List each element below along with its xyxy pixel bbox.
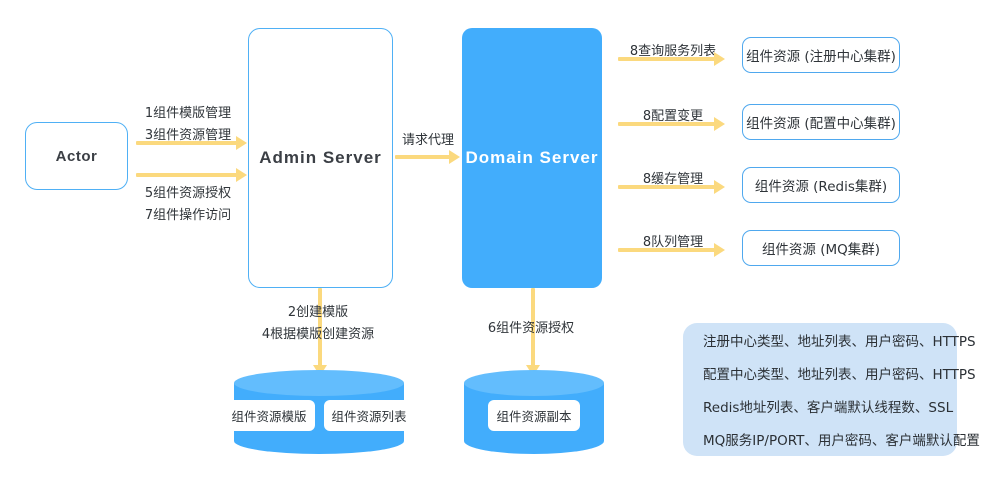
- node-resource-mq[interactable]: 组件资源 (MQ集群): [742, 230, 900, 266]
- node-resource-registry-center[interactable]: 组件资源 (注册中心集群): [742, 37, 900, 73]
- edge-label-line-2: 3组件资源管理: [144, 128, 232, 143]
- datastore-chip: 组件资源列表: [323, 400, 415, 431]
- node-resource-label: 组件资源 (MQ集群): [761, 242, 881, 258]
- edge-label-text: 8队列管理: [642, 235, 704, 250]
- edge-label-admin-to-domain: 请求代理: [396, 129, 460, 148]
- datastore-chip: 组件资源模版: [223, 400, 315, 431]
- edge-label-line-1: 2创建模版: [287, 305, 349, 320]
- node-actor[interactable]: Actor: [25, 122, 128, 190]
- edge-label-domain-to-store: 6组件资源授权: [451, 317, 611, 336]
- edge-label-resource-3: 8队列管理: [618, 231, 728, 250]
- edge-label-line-1: 1组件模版管理: [144, 106, 232, 121]
- arrow-domain-to-store: [531, 288, 535, 366]
- edge-label-resource-1: 8配置变更: [618, 105, 728, 124]
- info-panel-line: 配置中心类型、地址列表、用户密码、HTTPS: [703, 367, 976, 383]
- arrow-admin-to-domain: [395, 155, 451, 159]
- node-domain-server[interactable]: Domain Server: [462, 28, 602, 288]
- datastore-admin[interactable]: 组件资源模版 组件资源列表: [223, 370, 415, 454]
- datastore-chip: 组件资源副本: [488, 400, 580, 431]
- edge-label-actor-admin-bottom: 5组件资源授权 7组件操作访问: [133, 182, 243, 223]
- info-panel: 注册中心类型、地址列表、用户密码、HTTPS 配置中心类型、地址列表、用户密码、…: [683, 323, 980, 456]
- cylinder-bottom-ellipse: [234, 428, 404, 454]
- node-resource-redis[interactable]: 组件资源 (Redis集群): [742, 167, 900, 203]
- datastore-admin-chips: 组件资源模版 组件资源列表: [223, 400, 415, 431]
- arrow-actor-to-admin-bottom: [136, 173, 238, 177]
- arrow-admin-to-store: [318, 288, 322, 366]
- datastore-domain[interactable]: 组件资源副本: [464, 370, 604, 454]
- edge-label-line-1: 5组件资源授权: [144, 186, 232, 201]
- edge-label-text: 8配置变更: [642, 109, 704, 124]
- info-panel-line: MQ服务IP/PORT、用户密码、客户端默认配置: [703, 433, 980, 449]
- edge-label-text: 请求代理: [401, 133, 454, 148]
- edge-label-resource-0: 8查询服务列表: [618, 40, 728, 59]
- node-actor-label: Actor: [55, 147, 98, 165]
- cylinder-top-ellipse: [234, 370, 404, 396]
- edge-label-admin-to-store: 2创建模版 4根据模版创建资源: [218, 301, 418, 342]
- cylinder-top-ellipse: [464, 370, 604, 396]
- node-domain-server-label: Domain Server: [465, 148, 599, 167]
- cylinder-bottom-ellipse: [464, 428, 604, 454]
- node-resource-label: 组件资源 (注册中心集群): [746, 49, 896, 65]
- edge-label-line-2: 4根据模版创建资源: [261, 327, 375, 342]
- edge-label-text: 6组件资源授权: [487, 321, 575, 336]
- edge-label-text: 8查询服务列表: [629, 44, 717, 59]
- arrow-domain-to-resource-3: [618, 248, 716, 252]
- info-panel-line: Redis地址列表、客户端默认线程数、SSL: [703, 400, 954, 416]
- node-admin-server-label: Admin Server: [259, 148, 382, 167]
- info-panel-line: 注册中心类型、地址列表、用户密码、HTTPS: [703, 334, 976, 350]
- arrow-actor-to-admin-top: [136, 141, 238, 145]
- arrow-domain-to-resource-2: [618, 185, 716, 189]
- node-resource-config-center[interactable]: 组件资源 (配置中心集群): [742, 104, 900, 140]
- node-resource-label: 组件资源 (Redis集群): [754, 179, 888, 195]
- edge-label-resource-2: 8缓存管理: [618, 168, 728, 187]
- node-admin-server[interactable]: Admin Server: [248, 28, 393, 288]
- arrow-domain-to-resource-0: [618, 57, 716, 61]
- edge-label-line-2: 7组件操作访问: [144, 208, 232, 223]
- edge-label-text: 8缓存管理: [642, 172, 704, 187]
- node-resource-label: 组件资源 (配置中心集群): [746, 116, 896, 132]
- edge-label-actor-admin-top: 1组件模版管理 3组件资源管理: [133, 102, 243, 143]
- arrow-domain-to-resource-1: [618, 122, 716, 126]
- datastore-domain-chips: 组件资源副本: [464, 400, 604, 431]
